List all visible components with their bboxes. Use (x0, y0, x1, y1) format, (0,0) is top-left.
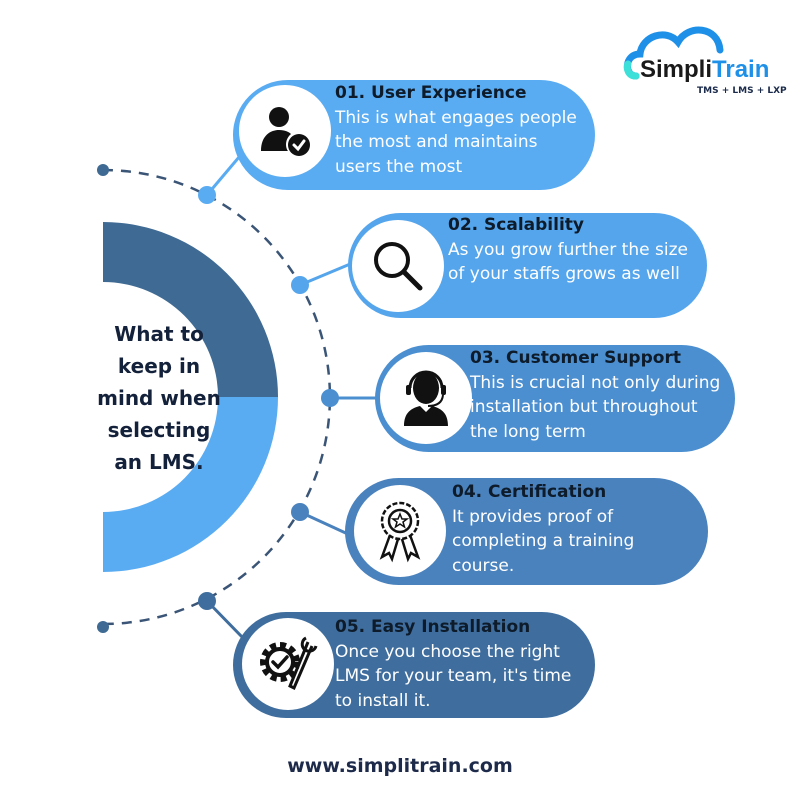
item-title: 03. Customer Support (470, 348, 681, 368)
connector-dot-5 (198, 592, 216, 610)
arc-end-dot-bottom (97, 621, 109, 633)
website-link[interactable]: www.simplitrain.com (287, 755, 513, 777)
icon-circle (380, 352, 472, 444)
item-title: 04. Certification (452, 482, 607, 502)
icon-circle (354, 485, 446, 577)
logo-name: SimpliTrain (640, 56, 769, 84)
item-title: 05. Easy Installation (335, 617, 531, 637)
item-text: 05. Easy Installation Once you choose th… (335, 615, 585, 713)
center-title: What to keep in mind when selecting an L… (97, 322, 221, 474)
headset-agent-icon (404, 370, 448, 426)
connector-dot-4 (291, 503, 309, 521)
connector-5 (205, 599, 247, 642)
connector-dot-2 (291, 276, 309, 294)
item-body: As you grow further the size of your sta… (448, 239, 688, 285)
logo-name-train: Train (712, 56, 770, 83)
connector-2 (299, 260, 356, 287)
item-title: 01. User Experience (335, 83, 527, 103)
simplitrain-logo-icon (623, 26, 724, 80)
half-ring-top (103, 222, 278, 397)
connector-dot-3 (321, 389, 339, 407)
item-text: 04. Certification It provides proof of c… (452, 480, 692, 578)
item-body: It provides proof of completing a traini… (452, 506, 635, 576)
item-title: 02. Scalability (448, 215, 584, 235)
connector-4 (299, 510, 351, 537)
item-text: 02. Scalability As you grow further the … (448, 213, 698, 287)
logo-name-simpli: Simpli (640, 56, 713, 83)
award-ribbon-icon (379, 501, 421, 563)
icon-circle (242, 618, 334, 710)
item-text: 03. Customer Support This is crucial not… (470, 346, 730, 444)
item-body: This is what engages people the most and… (335, 107, 577, 177)
magnifier-icon (374, 242, 423, 291)
item-text: 01. User Experience This is what engages… (335, 81, 585, 179)
half-ring-bottom (103, 397, 278, 572)
icon-circle (352, 220, 444, 312)
connector-dot-1 (198, 186, 216, 204)
item-body: Once you choose the right LMS for your t… (335, 641, 572, 711)
gear-wrench-icon (260, 636, 318, 691)
arc-end-dot-top (97, 164, 109, 176)
icon-circle (239, 85, 331, 177)
logo-tagline: TMS + LMS + LXP (697, 86, 787, 96)
user-check-icon (261, 107, 310, 156)
item-body: This is crucial not only during installa… (470, 372, 721, 442)
